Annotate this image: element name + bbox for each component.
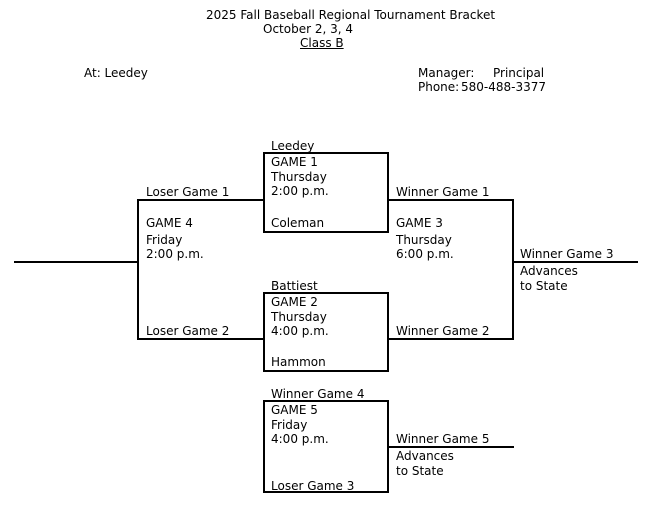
game5-result-line bbox=[388, 446, 514, 448]
game3-label: GAME 3 bbox=[396, 216, 443, 230]
game2-box bbox=[263, 292, 389, 372]
game4-bottom-slot: Loser Game 2 bbox=[146, 324, 230, 338]
phone-label: Phone: bbox=[418, 80, 460, 94]
game5-label: GAME 5 bbox=[271, 403, 318, 417]
game5-top-slot: Winner Game 4 bbox=[271, 387, 365, 401]
game2-time: 4:00 p.m. bbox=[271, 324, 329, 338]
game2-top-team: Battiest bbox=[271, 279, 318, 293]
game3-top-slot: Winner Game 1 bbox=[396, 185, 490, 199]
game4-time: 2:00 p.m. bbox=[146, 247, 204, 261]
game1-box bbox=[263, 152, 389, 233]
game2-bottom-team: Hammon bbox=[271, 355, 326, 369]
game3-result-line bbox=[513, 261, 638, 263]
game3-top-line bbox=[388, 199, 514, 201]
game2-day: Thursday bbox=[271, 310, 327, 324]
game5-result-note-2: to State bbox=[396, 464, 444, 478]
game2-label: GAME 2 bbox=[271, 295, 318, 309]
location: At: Leedey bbox=[84, 66, 148, 80]
tournament-dates: October 2, 3, 4 bbox=[263, 22, 353, 36]
game3-vertical-line bbox=[512, 199, 514, 340]
game1-time: 2:00 p.m. bbox=[271, 184, 329, 198]
game3-result-note-1: Advances bbox=[520, 264, 578, 278]
game5-time: 4:00 p.m. bbox=[271, 432, 329, 446]
manager-value: Principal bbox=[493, 66, 545, 80]
game5-result: Winner Game 5 bbox=[396, 432, 490, 446]
game1-bottom-team: Coleman bbox=[271, 216, 325, 230]
manager-label: Manager: bbox=[418, 66, 475, 80]
game3-time: 6:00 p.m. bbox=[396, 247, 454, 261]
game4-top-slot: Loser Game 1 bbox=[146, 185, 230, 199]
game5-result-note-1: Advances bbox=[396, 449, 454, 463]
game1-label: GAME 1 bbox=[271, 155, 318, 169]
game1-day: Thursday bbox=[271, 170, 327, 184]
phone-value: 580-488-3377 bbox=[461, 80, 547, 94]
game4-label: GAME 4 bbox=[146, 216, 193, 230]
game3-result: Winner Game 3 bbox=[520, 247, 614, 261]
game4-result-line bbox=[14, 261, 138, 263]
game5-bottom-slot: Loser Game 3 bbox=[271, 479, 355, 493]
game1-top-team: Leedey bbox=[271, 139, 315, 153]
game4-day: Friday bbox=[146, 233, 183, 247]
game3-result-note-2: to State bbox=[520, 279, 568, 293]
game3-bottom-slot: Winner Game 2 bbox=[396, 324, 490, 338]
game5-day: Friday bbox=[271, 418, 308, 432]
game4-bottom-line bbox=[138, 338, 264, 340]
game4-vertical-line bbox=[137, 199, 139, 340]
bracket-title: 2025 Fall Baseball Regional Tournament B… bbox=[206, 8, 496, 22]
game4-top-line bbox=[138, 199, 264, 201]
game3-day: Thursday bbox=[396, 233, 452, 247]
game3-bottom-line bbox=[388, 338, 514, 340]
tournament-class: Class B bbox=[300, 36, 344, 50]
